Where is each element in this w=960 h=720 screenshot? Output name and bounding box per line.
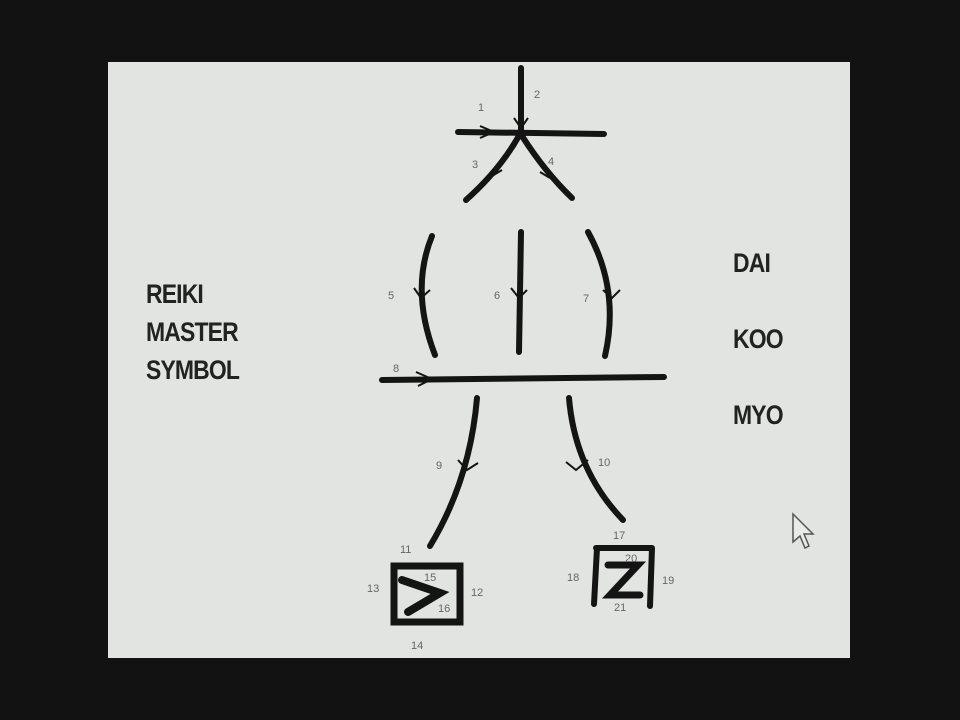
title-line-3: SYMBOL	[146, 355, 240, 385]
stroke-number-14: 14	[411, 640, 423, 652]
stroke-number-16: 16	[438, 603, 450, 615]
stroke-number-18: 18	[567, 572, 579, 584]
stroke-number-7: 7	[583, 293, 589, 305]
stroke-number-8: 8	[393, 363, 399, 375]
whiteboard	[108, 62, 850, 658]
stroke-number-21: 21	[614, 602, 626, 614]
syllable-koo: KOO	[733, 324, 784, 354]
stroke-number-20: 20	[625, 553, 637, 565]
stroke-number-2: 2	[534, 89, 540, 101]
stroke-number-5: 5	[388, 290, 394, 302]
syllable-dai: DAI	[733, 248, 771, 278]
stroke-number-1: 1	[478, 102, 484, 114]
stroke-number-12: 12	[471, 587, 483, 599]
stroke-number-19: 19	[662, 575, 674, 587]
stroke-number-15: 15	[424, 572, 436, 584]
stroke-number-6: 6	[494, 290, 500, 302]
mouse-pointer-icon	[792, 512, 815, 550]
syllable-myo: MYO	[733, 400, 784, 430]
stroke-number-10: 10	[598, 457, 610, 469]
title-line-1: REIKI	[146, 279, 204, 309]
stroke-number-11: 11	[400, 544, 411, 556]
stroke-number-9: 9	[436, 460, 442, 472]
stroke-number-3: 3	[472, 159, 478, 171]
stroke-number-4: 4	[548, 156, 554, 168]
symbol-title: REIKI MASTER SYMBOL	[146, 275, 240, 389]
title-line-2: MASTER	[146, 317, 239, 347]
stroke-number-17: 17	[613, 530, 625, 542]
stroke-number-13: 13	[367, 583, 379, 595]
